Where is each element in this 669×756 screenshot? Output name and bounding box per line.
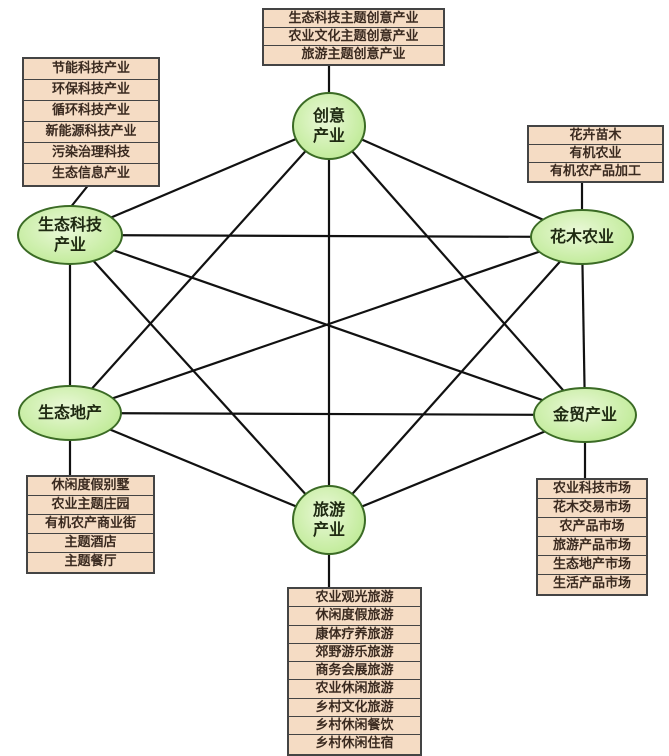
- node-tourism: 旅游产业: [292, 485, 366, 555]
- list-item: 生活产品市场: [552, 576, 631, 591]
- list-item: 花卉苗木: [529, 127, 662, 145]
- list-item: 农业休闲旅游: [289, 680, 420, 699]
- list-item: 污染治理科技: [24, 143, 158, 164]
- list-item: 节能科技产业: [24, 59, 158, 80]
- list-item: 花木交易市场: [538, 499, 646, 518]
- edge-estate-trade: [69, 411, 586, 417]
- connector-ecotech: [69, 182, 91, 209]
- list-item: 农业文化主题创意产业: [264, 28, 443, 46]
- list-item: 农业主题庄园: [28, 496, 153, 515]
- list-item: 休闲度假别墅: [28, 477, 153, 496]
- edge-flower-trade: [580, 236, 587, 416]
- list-item: 农产品市场: [538, 518, 646, 537]
- list-estate: 休闲度假别墅农业主题庄园有机农产商业街主题酒店主题餐厅: [26, 475, 155, 574]
- edge-flower-tourism: [328, 236, 583, 521]
- node-trade: 金贸产业: [533, 387, 637, 443]
- list-ecotech: 节能科技产业环保科技产业循环科技产业新能源科技产业污染治理科技生态信息产业: [22, 57, 160, 187]
- list-item: 主题酒店: [28, 534, 153, 553]
- node-label: 创意: [312, 106, 345, 125]
- edge-trade-tourism: [328, 413, 586, 522]
- node-flower: 花木农业: [530, 209, 634, 265]
- list-item: 农业观光旅游: [289, 589, 420, 608]
- node-label: 旅游: [312, 500, 345, 519]
- list-item: 有机农产品加工: [549, 164, 641, 179]
- node-estate: 生态地产: [18, 385, 122, 441]
- list-item: 康体疗养旅游: [289, 626, 420, 644]
- node-label: 花木农业: [549, 227, 614, 246]
- edge-estate-tourism: [69, 411, 330, 522]
- list-item: 休闲度假旅游: [289, 607, 420, 626]
- node-label: 产业: [312, 520, 345, 539]
- edge-flower-estate: [69, 235, 583, 415]
- list-item: 商务会展旅游: [289, 662, 420, 681]
- list-item: 有机农业: [529, 145, 662, 163]
- edge-creative-trade: [328, 124, 586, 416]
- list-item: 农业科技市场: [538, 480, 646, 499]
- list-item: 旅游主题创意产业: [301, 47, 406, 62]
- list-tourism: 农业观光旅游休闲度假旅游康体疗养旅游郊野游乐旅游商务会展旅游农业休闲旅游乡村文化…: [287, 587, 422, 756]
- list-creative: 生态科技主题创意产业农业文化主题创意产业旅游主题创意产业: [262, 8, 445, 66]
- list-item: 循环科技产业: [24, 101, 158, 122]
- list-item: 有机农产商业街: [28, 515, 153, 534]
- list-flower: 花卉苗木有机农业有机农产品加工: [527, 125, 664, 183]
- edge-creative-flower: [328, 123, 583, 239]
- list-item: 旅游产品市场: [538, 537, 646, 556]
- node-label: 生态地产: [37, 403, 102, 422]
- node-label: 金贸产业: [552, 405, 617, 424]
- edge-ecotech-tourism: [69, 234, 330, 521]
- list-item: 郊野游乐旅游: [289, 644, 420, 663]
- list-item: 乡村文化旅游: [289, 699, 420, 718]
- list-item: 乡村休闲餐饮: [289, 717, 420, 736]
- list-trade: 农业科技市场花木交易市场农产品市场旅游产品市场生态地产市场生活产品市场: [536, 478, 648, 596]
- node-label: 产业: [312, 126, 345, 145]
- list-item: 生态科技主题创意产业: [264, 10, 443, 28]
- edge-ecotech-flower: [69, 233, 583, 239]
- list-item: 环保科技产业: [24, 80, 158, 101]
- list-item: 生态地产市场: [538, 556, 646, 575]
- list-item: 生态信息产业: [51, 166, 130, 181]
- node-label: 生态科技: [37, 215, 102, 234]
- list-item: 乡村休闲住宿: [315, 736, 394, 752]
- list-item: 新能源科技产业: [24, 122, 158, 143]
- node-creative: 创意产业: [292, 92, 366, 160]
- list-item: 主题餐厅: [64, 554, 117, 569]
- node-label: 产业: [53, 235, 86, 254]
- edge-creative-estate: [69, 124, 330, 414]
- node-ecotech: 生态科技产业: [17, 205, 123, 265]
